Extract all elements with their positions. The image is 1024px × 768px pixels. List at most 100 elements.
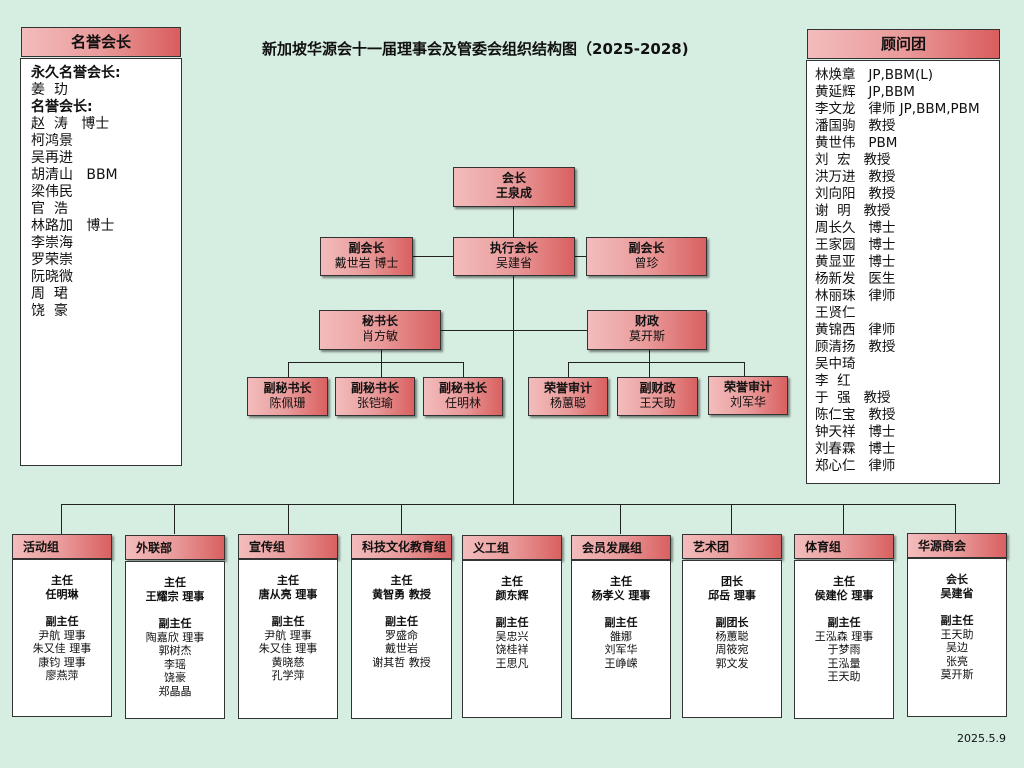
member-line: 康钧 理事 — [38, 655, 86, 669]
group-header: 会员发展组 — [571, 535, 671, 560]
list-item: 李文龙 律师 JP,BBM,PBM — [815, 101, 980, 117]
member-line: 副主任 — [604, 616, 638, 629]
box-title: 副秘书长 — [263, 381, 312, 395]
member-line: 李瑶 — [164, 657, 186, 671]
member-line: 周筱宛 — [715, 643, 749, 656]
group-body: 主任任明琳副主任尹航 理事朱又佳 理事康钧 理事廖燕萍 — [12, 559, 112, 717]
list-item: 饶 豪 — [31, 303, 68, 319]
group-body: 会长吴建省副主任王天助吴边张亮莫开斯 — [907, 558, 1007, 717]
member-line: 朱又佳 理事 — [258, 642, 318, 655]
member-line: 刘军华 — [604, 643, 638, 656]
spacer — [908, 600, 1006, 614]
group-header: 活动组 — [12, 534, 112, 559]
member-line: 雒娜 — [610, 629, 632, 643]
box-title: 执行会长 — [489, 241, 538, 255]
group-body: 主任杨孝义 理事副主任雒娜刘军华王峥嵘 — [571, 560, 671, 719]
member-line: 饶桂祥 — [495, 643, 529, 656]
member-line: 王天助 — [827, 670, 861, 683]
box-title: 副秘书长 — [350, 381, 399, 395]
member-line: 主任 — [164, 576, 186, 589]
box-name: 王天助 — [639, 396, 676, 410]
member-line: 杨孝义 理事 — [591, 588, 651, 602]
dep-sec-box: 副秘书长 陈佩珊 — [247, 377, 328, 416]
member-line: 副主任 — [827, 616, 861, 629]
list-item: 林丽珠 律师 — [815, 288, 896, 304]
advisors-header: 顾问团 — [807, 29, 1000, 59]
page-title: 新加坡华源会十一届理事会及管委会组织结构图（2025-2028) — [262, 40, 689, 58]
list-item: 李崇海 — [31, 235, 73, 251]
box-title: 秘书长 — [361, 314, 398, 328]
box-name: 任明林 — [444, 396, 481, 410]
list-item: 王家园 博士 — [815, 237, 896, 253]
box-title: 副秘书长 — [438, 381, 487, 395]
group-body: 主任侯建伦 理事副主任王泓森 理事于梦雨王泓量王天助 — [794, 560, 894, 719]
member-line: 颜东辉 — [495, 588, 529, 602]
member-line: 主任 — [390, 574, 413, 587]
exec-vp-box: 执行会长 吴建省 — [453, 237, 575, 276]
list-item: 刘 宏 教授 — [815, 152, 891, 168]
member-line: 黄晓慈 — [271, 655, 305, 669]
list-item: 刘春霖 博士 — [815, 441, 896, 457]
member-line: 黄智勇 教授 — [372, 587, 431, 601]
member-line: 主任 — [833, 575, 855, 588]
member-line: 杨蕙聪 — [715, 629, 749, 643]
member-line: 主任 — [501, 575, 523, 588]
spacer — [683, 602, 781, 616]
box-name: 吴建省 — [495, 256, 532, 270]
list-item: 柯鸿景 — [31, 133, 73, 149]
secretary-box: 秘书长 肖方敏 — [319, 310, 441, 350]
list-item: 官 浩 — [31, 201, 68, 217]
group-header: 艺术团 — [682, 534, 782, 559]
member-line: 戴世岩 — [385, 642, 418, 655]
member-line: 王泓森 理事 — [814, 629, 874, 643]
group-header: 华源商会 — [907, 533, 1007, 558]
honorary-header: 名誉会长 — [21, 27, 181, 57]
spacer — [126, 603, 224, 617]
dep-sec-box: 副秘书长 任明林 — [423, 377, 503, 416]
member-line: 郭文发 — [715, 656, 749, 670]
group-header: 科技文化教育组 — [351, 534, 452, 559]
member-line: 郑晶晶 — [158, 684, 192, 698]
member-line: 副主任 — [271, 615, 305, 628]
member-line: 王思凡 — [495, 656, 529, 670]
list-item: 李 红 — [815, 373, 851, 389]
member-line: 朱又佳 理事 — [32, 642, 92, 655]
chart-date: 2025.5.9 — [957, 732, 1006, 745]
box-name: 王泉成 — [495, 186, 532, 200]
member-line: 副主任 — [940, 614, 974, 627]
list-item: 郑心仁 律师 — [815, 458, 896, 474]
list-item: 钟天祥 博士 — [815, 424, 896, 440]
list-item: 梁伟民 — [31, 184, 73, 200]
member-line: 会长 — [946, 573, 968, 586]
list-item: 吴中琦 — [815, 356, 856, 372]
spacer — [463, 602, 561, 616]
member-line: 尹航 理事 — [38, 628, 86, 642]
box-name: 肖方敏 — [361, 329, 398, 343]
member-line: 王天助 — [940, 627, 974, 641]
member-line: 孔学萍 — [271, 669, 305, 682]
box-title: 副会长 — [348, 241, 385, 255]
group-body: 主任颜东辉副主任吴忠兴饶桂祥王思凡 — [462, 560, 562, 718]
spacer — [795, 602, 893, 616]
member-line: 副主任 — [385, 615, 418, 628]
vp-right-box: 副会长 曾珍 — [586, 237, 707, 276]
box-name: 莫开斯 — [628, 329, 665, 343]
list-item: 吴再进 — [31, 150, 73, 166]
list-item: 周 珺 — [31, 286, 68, 302]
member-line: 王耀宗 理事 — [145, 589, 205, 603]
member-line: 于梦雨 — [827, 643, 861, 656]
member-line: 吴建省 — [940, 586, 974, 600]
box-title: 财政 — [634, 314, 659, 328]
perm-label: 永久名誉会长: — [31, 65, 121, 81]
list-item: 赵 涛 博士 — [31, 116, 110, 132]
member-line: 邱岳 理事 — [708, 588, 756, 602]
list-item: 杨新发 医生 — [815, 271, 896, 287]
member-line: 主任 — [610, 575, 632, 588]
member-line: 任明琳 — [45, 587, 79, 601]
group-header: 外联部 — [125, 535, 225, 560]
box-name: 戴世岩 博士 — [334, 256, 399, 270]
spacer — [572, 602, 670, 616]
box-title: 副会长 — [628, 241, 665, 255]
box-title: 荣誉审计 — [723, 380, 772, 394]
